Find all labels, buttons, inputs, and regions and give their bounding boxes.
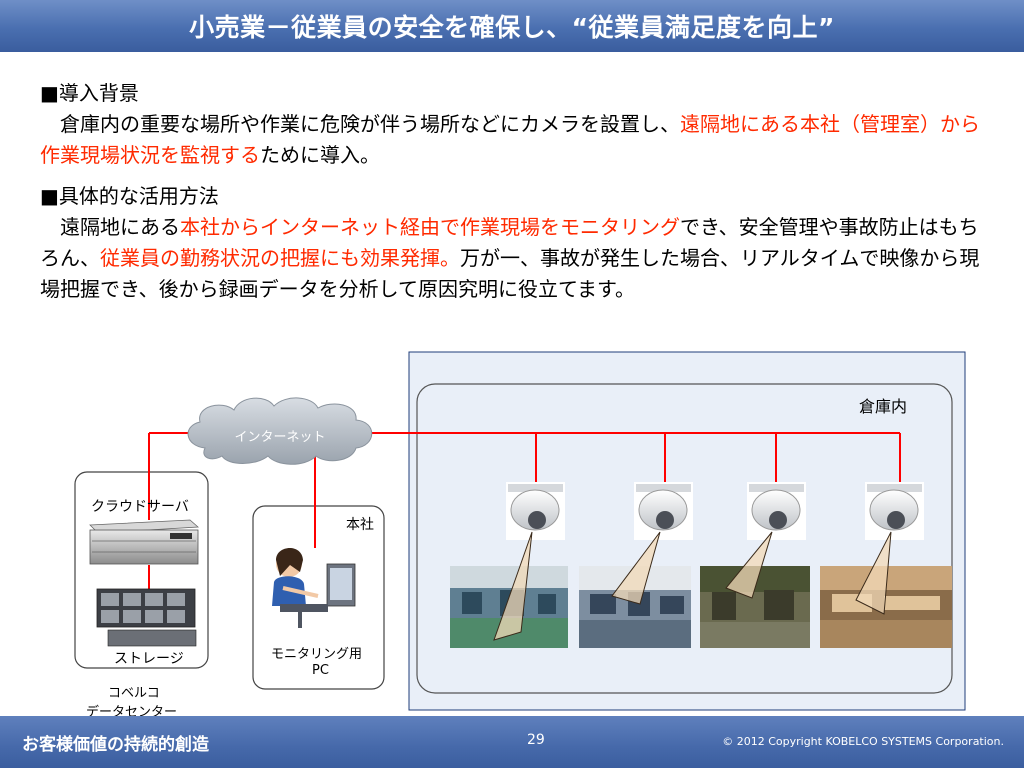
intro-text: 倉庫内の重要な場所や作業に危険が伴う場所などにカメラを設置し、 [60,112,680,136]
operator-pc-icon [272,547,356,628]
footer-tagline: お客様価値の持続的創造 [22,735,209,755]
camera-2 [634,482,693,540]
storage-icon [96,588,197,647]
warehouse-label: 倉庫内 [859,397,907,416]
datacenter-label-1: コベルコ [108,686,160,701]
slide-footer: お客様価値の持続的創造 29 © 2012 Copyright KOBELCO … [0,716,1024,768]
usage-text-2: でき、安全管理や事故防止はもちろん、 [40,215,979,270]
monitor-pc-label-2: PC [312,663,329,678]
copyright-text: © 2012 Copyright KOBELCO SYSTEMS Corpora… [722,735,1004,748]
usage-paragraph: 遠隔地にある本社からインターネット経由で作業現場をモニタリングでき、安全管理や事… [40,212,995,305]
intro-highlight: 遠隔地にある本社（管理室）から作業現場状況を監視する [40,112,980,167]
internet-cloud [187,397,373,465]
camera-3 [747,482,806,540]
slide-title: 小売業－従業員の安全を確保し、“従業員満足度を向上” [189,13,835,42]
slide-title-bar: 小売業－従業員の安全を確保し、“従業員満足度を向上” [0,0,1024,52]
camera-view-cones [493,531,892,641]
headquarters-label: 本社 [346,517,374,533]
storage-label: ストレージ [114,651,184,667]
usage-text-1: 遠隔地にある [60,215,180,239]
camera-1 [506,482,565,540]
intro-paragraph: 倉庫内の重要な場所や作業に危険が伴う場所などにカメラを設置し、遠隔地にある本社（… [40,109,995,171]
intro-heading: ■導入背景 [40,81,139,105]
camera-4 [865,482,924,540]
usage-heading: ■具体的な活用方法 [40,184,219,208]
cloud-server-label: クラウドサーバ [91,499,189,515]
usage-text-3: 万が一、事故が発生した場合、リアルタイムで映像から現場把握でき、後から録画データ… [40,246,980,301]
monitor-pc-label-1: モニタリング用 [271,647,363,662]
usage-highlight-2: 従業員の勤務状況の把握にも効果発揮。 [100,246,460,270]
page-number: 29 [527,732,545,748]
cloud-server-icon [89,519,199,565]
intro-tail: ために導入。 [260,143,380,167]
internet-label: インターネット [234,430,325,445]
usage-highlight-1: 本社からインターネット経由で作業現場をモニタリング [180,215,680,239]
slide-body: ■導入背景 倉庫内の重要な場所や作業に危険が伴う場所などにカメラを設置し、遠隔地… [40,78,995,305]
